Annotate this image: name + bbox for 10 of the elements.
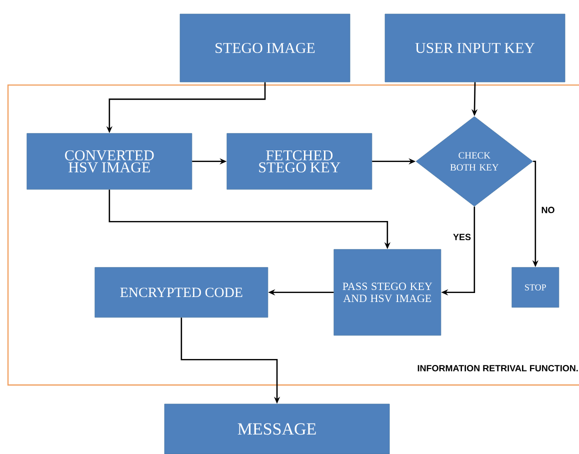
edge-label: NO xyxy=(540,206,556,214)
process-box: CONVERTED HSV IMAGE xyxy=(26,133,192,190)
edge-label: YES xyxy=(452,232,472,242)
process-box: PASS STEGO KEY AND HSV IMAGE xyxy=(334,249,442,336)
process-box: STOP xyxy=(512,267,560,308)
process-box: STEGO IMAGE xyxy=(180,14,350,82)
process-box: MESSAGE xyxy=(164,404,390,454)
process-box: USER INPUT KEY xyxy=(384,14,566,82)
process-box: ENCRYPTED CODE xyxy=(94,267,268,318)
process-box: FETCHED STEGO KEY xyxy=(226,133,372,190)
